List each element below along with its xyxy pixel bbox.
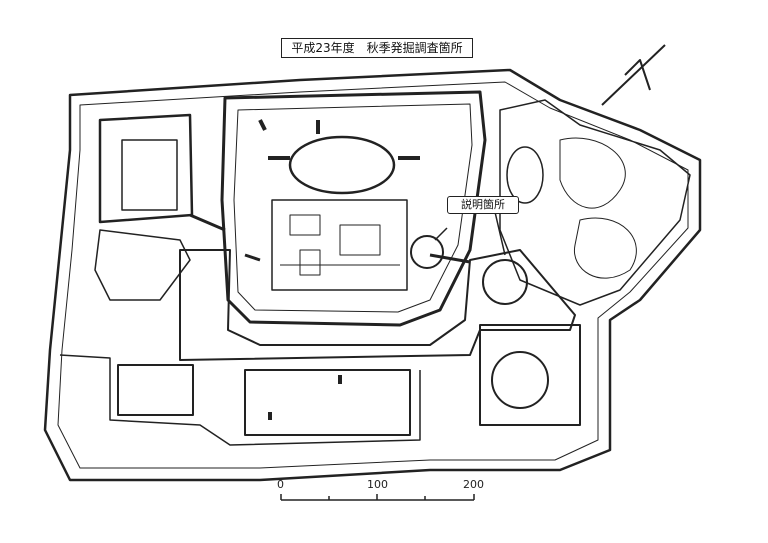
south-central-enclosure (244, 369, 411, 436)
explanation-site-2 (482, 259, 528, 305)
east-garden (499, 99, 691, 306)
scale-tick-0: 0 (277, 478, 284, 491)
scale-tick-100: 100 (367, 478, 388, 491)
west-enclosure (98, 113, 194, 224)
scale-tick-200: 200 (463, 478, 484, 491)
south-east-enclosure (479, 324, 581, 426)
explanation-site-1 (410, 235, 444, 269)
south-west-enclosure (117, 364, 194, 416)
scale-bar (280, 494, 475, 501)
survey-markers (258, 119, 420, 420)
explanation-callout: 説明箇所 (447, 196, 519, 214)
map-title: 平成23年度 秋季発掘調査箇所 (281, 38, 473, 58)
north-arrow-icon (601, 44, 666, 106)
inner-moat (179, 249, 576, 361)
outer-moat-boundary (43, 68, 702, 482)
central-oval (288, 135, 396, 195)
